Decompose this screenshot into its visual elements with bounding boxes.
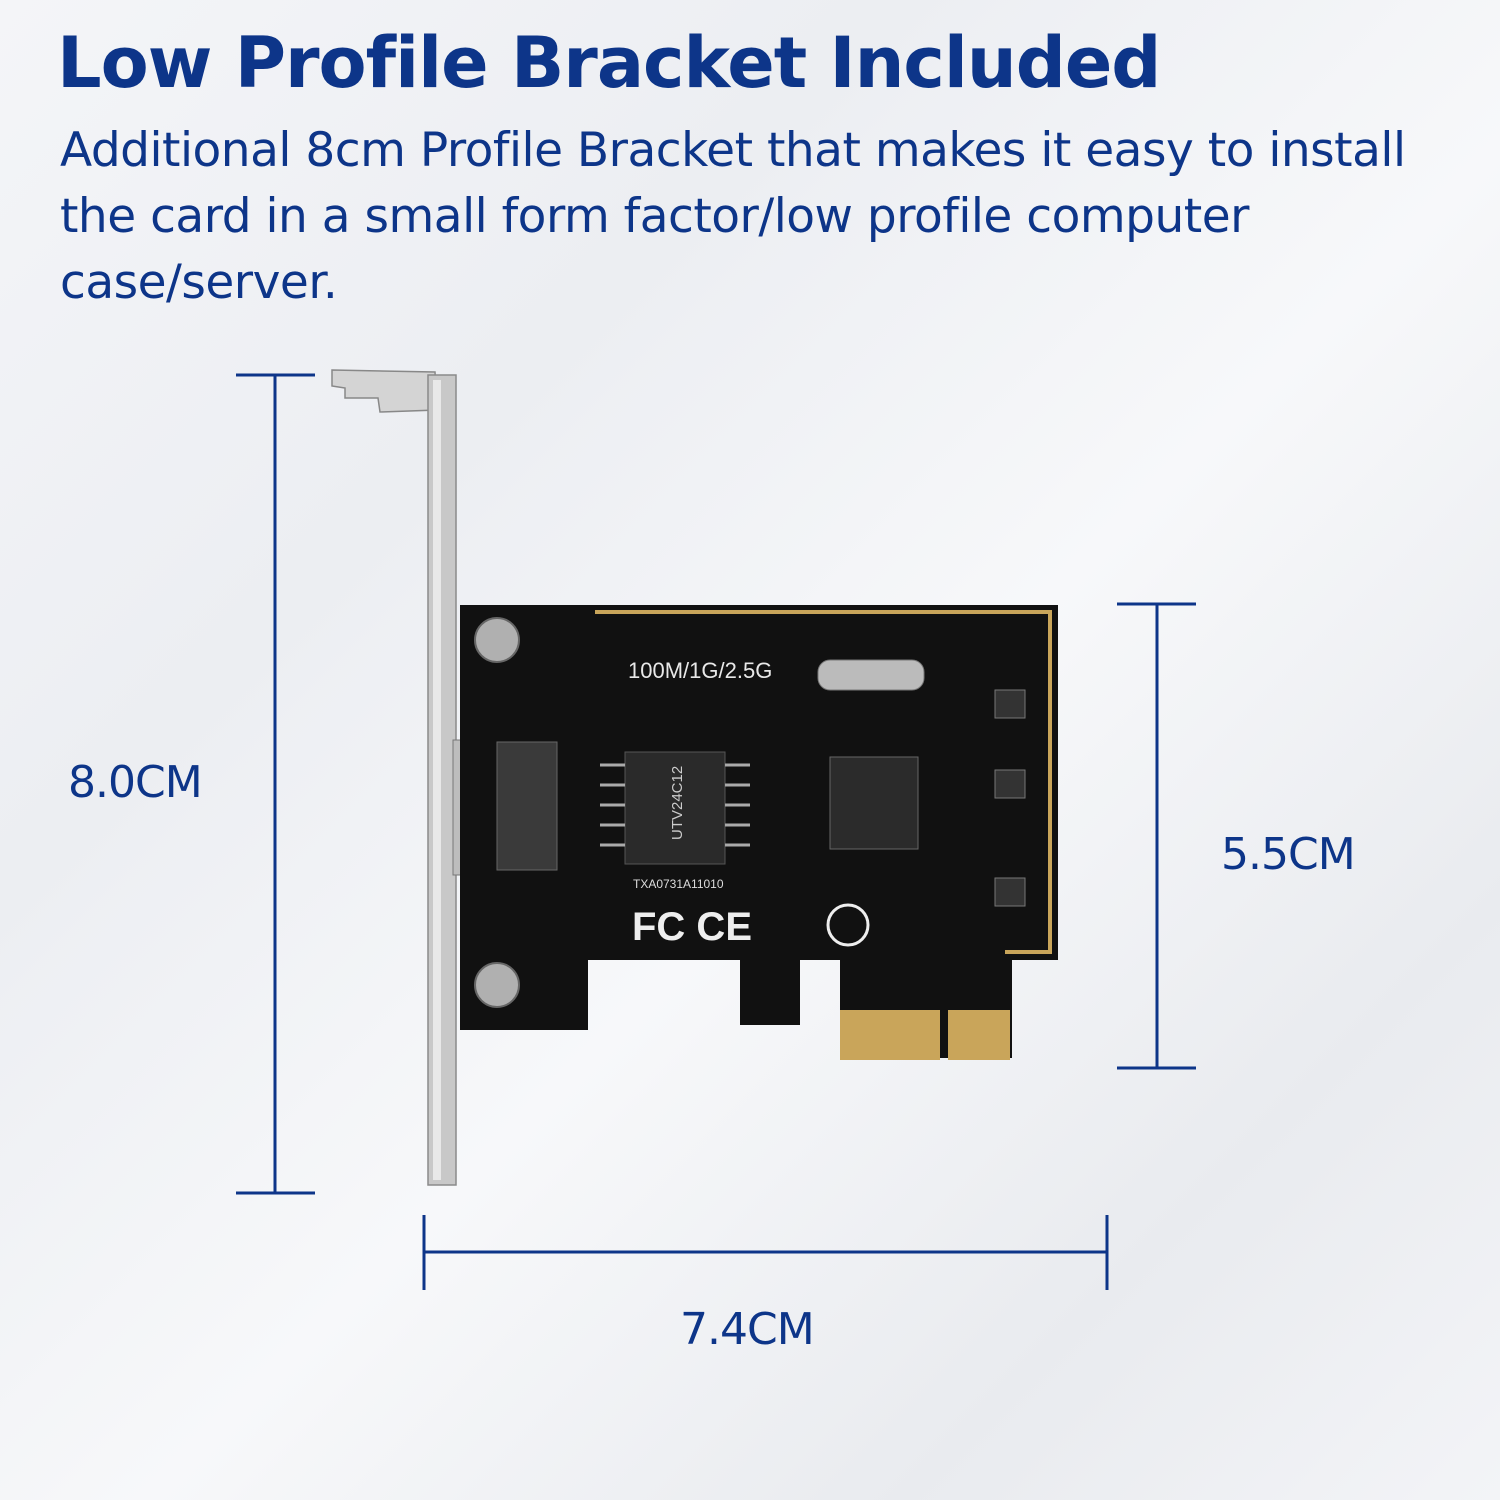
pb-free-icon <box>826 903 870 947</box>
controller-chip <box>829 756 919 850</box>
card-width-label: 7.4CM <box>680 1304 815 1355</box>
bracket-height-label: 8.0CM <box>68 757 203 808</box>
chip-label: UTV24C12 <box>669 766 686 840</box>
rj45-port <box>496 741 558 871</box>
crystal-oscillator <box>817 659 925 691</box>
description: Additional 8cm Profile Bracket that make… <box>60 123 1406 310</box>
dimension-lines <box>236 373 1196 1290</box>
speed-label: 100M/1G/2.5G <box>628 658 772 683</box>
screw-icon <box>474 617 520 663</box>
network-card-pcb: 100M/1G/2.5G UTV24C12 TXA0731A11010 FC C… <box>460 605 1058 1060</box>
screw-icon <box>474 962 520 1008</box>
page-title: Low Profile Bracket Included <box>57 22 1161 104</box>
card-height-label: 5.5CM <box>1221 829 1356 880</box>
certification-marks: FC CE <box>632 905 752 949</box>
serial-label: TXA0731A11010 <box>633 877 724 891</box>
